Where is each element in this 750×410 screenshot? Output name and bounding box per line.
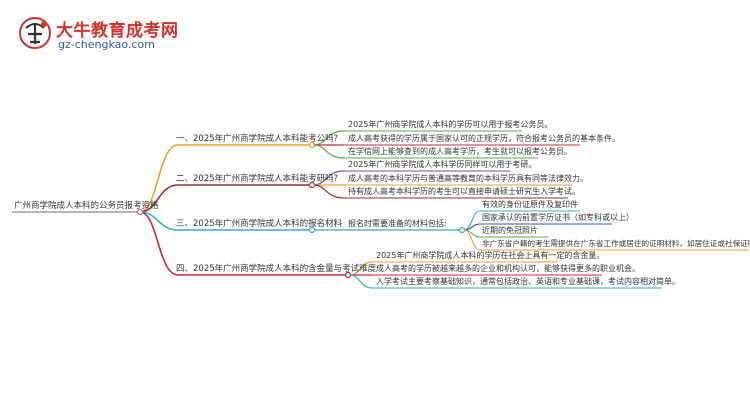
branch-3-item: 非广东省户籍的考生需提供在广东省工作或居住的证明材料，如居住证或社保证明 <box>482 239 750 248</box>
mindmap-root: 广州商学院成人本科的公务员报考资格 <box>14 201 159 211</box>
branch-3-item: 有效的身份证原件及复印件 <box>482 200 578 209</box>
branch-3-label: 三、2025年广州商学院成人本科的报名材料 <box>176 219 343 229</box>
branch-3-item: 国家承认的前置学历证书（如专科或以上） <box>482 213 634 222</box>
branch-1-label: 一、2025年广州商学院成人本科能考公吗? <box>176 134 339 144</box>
branch-2-label: 二、2025年广州商学院成人本科能考研吗? <box>176 174 339 184</box>
branch-1-item: 2025年广州商学院成人本科的学历可以用于报考公务员。 <box>348 120 553 129</box>
site-logo[interactable]: 大牛教育成考网 gz-chengkao.com <box>18 14 188 54</box>
branch-4-item: 成人高考的学历被越来越多的企业和机构认可，能够获得更多的职业机会。 <box>376 264 640 273</box>
branch-4-item: 2025年广州商学院成人本科的学历在社会上具有一定的含金量。 <box>376 251 605 260</box>
logo-mark-icon <box>19 17 51 49</box>
branch-2-item: 2025年广州商学院成人本科学历同样可以用于考研。 <box>348 160 537 169</box>
branch-2-item: 持有成人高考本科学历的考生可以直接申请硕士研究生入学考试。 <box>348 187 580 196</box>
branch-1-item: 在学信网上能够查到的成人高考学历，考生就可以报考公务员。 <box>348 147 572 156</box>
site-url: gz-chengkao.com <box>58 38 155 51</box>
branch-4-label: 四、2025年广州商学院成人本科的含金量与考试难度 <box>176 264 377 274</box>
branch-3-sub-label: 报名时需要准备的材料包括: <box>348 219 447 228</box>
branch-2-item: 成人高考的本科学历与普通高等教育的本科学历具有同等法律效力。 <box>348 174 588 183</box>
branch-4-item: 入学考试主要考察基础知识，通常包括政治、英语和专业基础课，考试内容相对简单。 <box>376 277 680 286</box>
brand-name: 大牛教育成考网 <box>56 21 179 41</box>
branch-3-item: 近期的免冠照片 <box>482 226 538 235</box>
branch-1-item: 成人高考获得的学历属于国家认可的正规学历，符合报考公务员的基本条件。 <box>348 134 620 143</box>
